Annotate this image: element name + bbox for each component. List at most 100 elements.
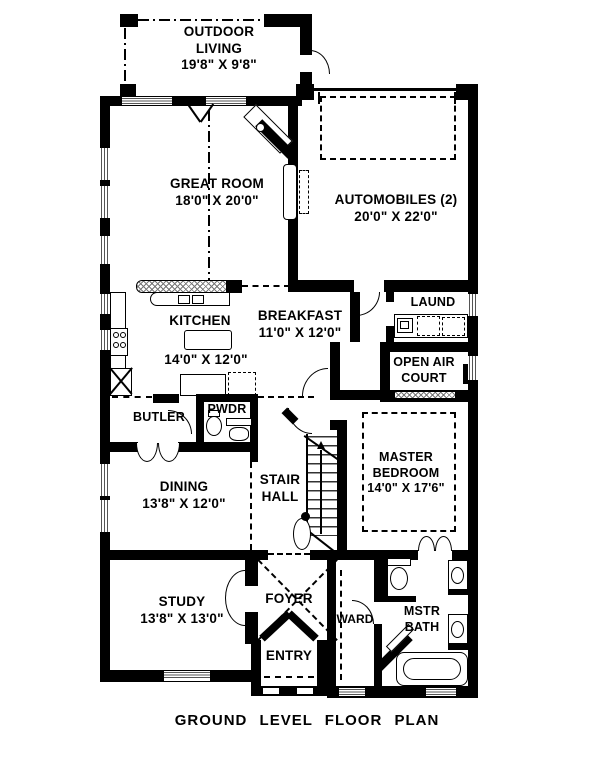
wall: [251, 640, 261, 694]
wall: [374, 558, 382, 602]
toilet-icon: [387, 558, 411, 566]
door-arc: [225, 570, 245, 598]
window: [100, 148, 110, 180]
room-label-stair-hall: STAIR HALL: [260, 472, 301, 505]
room-label-laundry: LAUND: [411, 295, 456, 311]
room-dims-kitchen: 14'0" X 12'0": [164, 352, 247, 369]
garage-nook-outline: [299, 170, 309, 214]
cased-opening-arc: [158, 443, 180, 462]
kitchen-counter: [150, 292, 230, 306]
window: [468, 356, 478, 380]
room-name: LAUND: [410, 295, 456, 309]
wall: [178, 442, 258, 452]
stair-edge: [306, 434, 308, 538]
wall: [100, 96, 110, 682]
wall: [196, 394, 204, 444]
french-door-leaf: [199, 103, 215, 123]
wall: [388, 596, 416, 602]
base-cabinet: [180, 374, 226, 396]
open-edge-line: [138, 19, 266, 21]
wall: [374, 624, 382, 686]
cased-opening-arc: [136, 443, 158, 462]
wall: [380, 342, 390, 402]
closet-rod-line: [340, 570, 342, 680]
room-name: FOYER: [265, 591, 313, 606]
room-dims: 13'8" X 13'0": [140, 610, 224, 626]
door-arc: [310, 50, 330, 74]
opening-line: [268, 553, 310, 555]
fireplace-icon: [256, 123, 265, 132]
room-dims: 19'8" X 9'8": [181, 57, 257, 73]
room-name: OUTDOOR: [183, 24, 255, 39]
toilet-icon: [229, 427, 249, 441]
wall: [463, 364, 468, 384]
wall: [330, 342, 340, 400]
burner-icon: [113, 332, 119, 338]
wall: [300, 72, 312, 96]
garage-door-panel: [283, 164, 297, 220]
room-label-study: STUDY 13'8" X 13'0": [140, 594, 223, 627]
room-label-kitchen: KITCHEN: [169, 313, 230, 330]
wall: [337, 420, 347, 558]
wall: [310, 550, 418, 560]
room-name: AUTOMOBILES (2): [334, 192, 458, 207]
burner-icon: [120, 342, 126, 348]
burner-icon: [113, 342, 119, 348]
wall: [251, 686, 327, 696]
room-name: OPEN AIR: [393, 355, 455, 369]
wall: [327, 550, 336, 686]
room-name: HALL: [261, 488, 299, 504]
wall: [350, 292, 360, 342]
window: [100, 464, 110, 496]
opening-line: [258, 396, 314, 398]
window: [468, 294, 478, 316]
window: [100, 186, 110, 218]
room-label-open-air-court: OPEN AIR COURT: [393, 355, 455, 386]
window: [206, 97, 246, 105]
wall: [300, 27, 312, 55]
stair-newel: [301, 512, 310, 521]
burner-icon: [120, 332, 126, 338]
wall: [456, 84, 478, 100]
sink-icon: [400, 321, 409, 329]
wall: [245, 612, 258, 644]
wall: [317, 640, 327, 694]
window: [100, 500, 110, 532]
window: [164, 671, 210, 681]
toilet-icon: [226, 418, 252, 426]
window: [426, 688, 456, 696]
room-name: MSTR: [403, 604, 441, 618]
room-dims: 20'0" X 22'0": [354, 208, 438, 224]
room-label-master-bedroom: MASTER BEDROOM 14'0" X 17'6": [367, 450, 444, 497]
door-arc: [418, 536, 435, 551]
room-label-master-bath: MSTR BATH: [404, 604, 440, 635]
garage-storage-outline: [320, 96, 456, 160]
ceiling-break-line: [208, 110, 210, 286]
wall: [380, 342, 478, 352]
room-name: BATH: [404, 619, 440, 634]
dryer-icon: [442, 317, 465, 336]
room-dims: 11'0" X 12'0": [258, 324, 342, 340]
wall: [264, 14, 312, 27]
room-name: STUDY: [158, 594, 206, 609]
stair-up-arrow: [320, 450, 322, 534]
room-name: DINING: [159, 479, 209, 494]
garage-door-header: [312, 88, 460, 91]
stair-up-arrow: [317, 441, 325, 449]
room-label-butler: BUTLER: [133, 410, 185, 426]
wall: [384, 280, 478, 292]
wall: [386, 326, 394, 346]
opening-line: [112, 396, 152, 398]
sink-icon: [451, 621, 464, 638]
sink-icon: [178, 295, 190, 304]
wall: [250, 446, 258, 462]
plan-title: GROUND LEVEL FLOOR PLAN: [174, 712, 440, 729]
porch-step: [297, 688, 313, 694]
wall: [110, 550, 268, 560]
room-dims: 14'0" X 17'6": [367, 481, 445, 495]
wall: [226, 280, 242, 293]
room-name: LIVING: [195, 40, 243, 56]
room-label-entry: ENTRY: [266, 648, 312, 665]
window: [100, 236, 110, 264]
room-name: STAIR: [259, 472, 301, 487]
